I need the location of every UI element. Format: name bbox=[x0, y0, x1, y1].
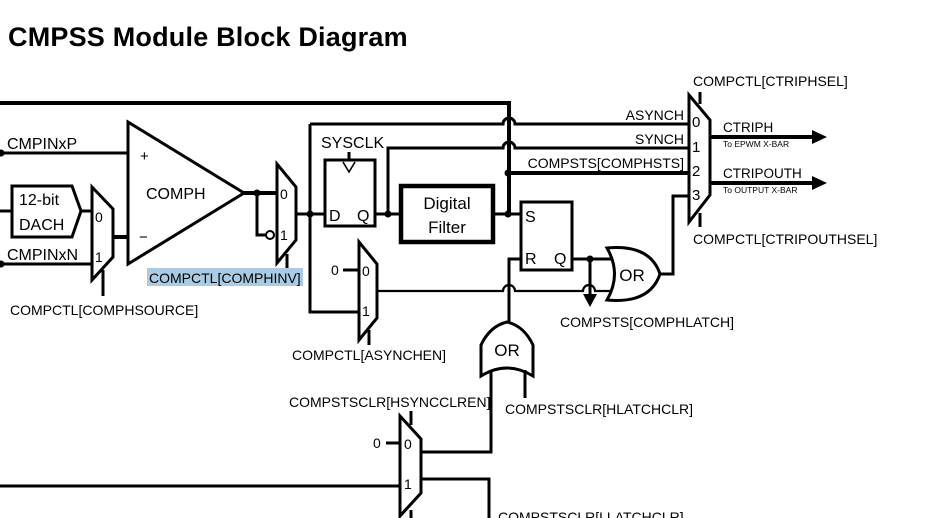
ctripouth-label: CTRIPOUTH bbox=[723, 166, 802, 181]
ctriph-output: CTRIPH To EPWM X-BAR bbox=[710, 120, 827, 149]
dac-label-line2: DACH bbox=[19, 217, 64, 234]
comparator: + − COMPH bbox=[126, 119, 247, 267]
comparator-minus: − bbox=[139, 229, 148, 246]
output-mux-shape bbox=[687, 90, 712, 227]
async-mux-shape bbox=[357, 237, 379, 345]
digital-filter: Digital Filter bbox=[398, 183, 496, 245]
source-mux-shape bbox=[90, 183, 115, 284]
cmpinxn-input: CMPINxN bbox=[0, 247, 92, 268]
source-mux-in0: 0 bbox=[95, 209, 103, 225]
llatchclr-label: COMPSTSCLR[LLATCHCLR] bbox=[498, 509, 684, 518]
asynch-wire bbox=[310, 116, 698, 126]
source-mux: 0 1 COMPCTL[COMPHSOURCE] bbox=[10, 183, 198, 318]
output-mux-in2: 2 bbox=[692, 163, 700, 180]
ctripouth-arrow-icon bbox=[812, 176, 827, 190]
inv-mux-in0: 0 bbox=[280, 186, 288, 202]
dac-shape bbox=[10, 184, 83, 239]
output-mux-select-bottom-label: COMPCTL[CTRIPOUTHSEL] bbox=[693, 231, 877, 247]
or-to-mux-in3-wire bbox=[660, 194, 698, 276]
output-or-gate: OR bbox=[604, 246, 662, 302]
async-mux-in0: 0 bbox=[362, 263, 370, 279]
output-mux-select-top-label: COMPCTL[CTRIPHSEL] bbox=[693, 73, 848, 89]
comparator-label: COMPH bbox=[146, 186, 206, 203]
clock-edge-icon bbox=[342, 161, 356, 174]
inverter-bubble-icon bbox=[265, 230, 275, 240]
reset-or-gate: OR COMPSTSCLR[HLATCHCLR] bbox=[421, 320, 693, 454]
async-mux-select-label: COMPCTL[ASYNCHEN] bbox=[292, 347, 446, 363]
async-mux-in1: 1 bbox=[362, 303, 370, 319]
diagram-title: CMPSS Module Block Diagram bbox=[8, 22, 408, 52]
output-mux-in3: 3 bbox=[692, 187, 700, 204]
comphsts-label: COMPSTS[COMPHSTS] bbox=[528, 155, 684, 171]
inv-mux-select-highlight bbox=[147, 268, 303, 286]
status-latch-label: COMPSTS[COMPHLATCH] bbox=[560, 314, 734, 330]
ctripouth-destination: To OUTPUT X-BAR bbox=[723, 185, 797, 195]
async-mux: 0 0 1 COMPCTL[ASYNCHEN] bbox=[292, 237, 446, 363]
dac-label-line1: 12-bit bbox=[19, 192, 60, 209]
latch-q: Q bbox=[554, 251, 566, 268]
ctriph-destination: To EPWM X-BAR bbox=[723, 139, 789, 149]
sr-latch-shape bbox=[519, 200, 574, 272]
asynch-mux-in1-wire bbox=[308, 214, 359, 314]
inv-mux-shape bbox=[275, 159, 298, 268]
output-or-label: OR bbox=[619, 266, 645, 285]
latch-s: S bbox=[525, 209, 536, 226]
clock-label: SYSCLK bbox=[321, 135, 384, 152]
source-mux-select-label: COMPCTL[COMPHSOURCE] bbox=[10, 302, 198, 318]
top-feedback-wire bbox=[0, 101, 511, 122]
output-mux-in0: 0 bbox=[692, 114, 700, 131]
ctriph-arrow-icon bbox=[812, 130, 827, 144]
sync-clr-mux-in0: 0 bbox=[404, 436, 412, 452]
hlatchclr-label: COMPSTSCLR[HLATCHCLR] bbox=[505, 401, 693, 417]
ctriph-label: CTRIPH bbox=[723, 120, 773, 135]
reset-or-label: OR bbox=[494, 341, 520, 360]
inverted-path-wire bbox=[255, 193, 266, 237]
comparator-shape bbox=[126, 119, 247, 267]
latch-r: R bbox=[525, 251, 537, 268]
flipflop-d: D bbox=[329, 208, 341, 225]
asynch-label: ASYNCH bbox=[626, 107, 684, 123]
cmpinxp-label: CMPINxP bbox=[7, 136, 77, 153]
sync-clr-to-or-wire bbox=[421, 372, 493, 454]
ctripouth-output: CTRIPOUTH To OUTPUT X-BAR bbox=[710, 166, 827, 195]
sync-clr-mux-output-low-wire bbox=[421, 477, 491, 518]
sr-latch: S R Q bbox=[519, 200, 574, 272]
output-mux-in1: 1 bbox=[692, 139, 700, 156]
sync-clr-mux-in1: 1 bbox=[404, 476, 412, 492]
synch-label: SYNCH bbox=[635, 131, 684, 147]
output-or-shape bbox=[604, 246, 662, 302]
inv-mux-in1: 1 bbox=[280, 227, 288, 243]
dac-block: 12-bit DACH bbox=[0, 184, 92, 239]
cmpinxp-input: CMPINxP bbox=[0, 136, 128, 157]
sync-clr-mux: COMPSTSCLR[HSYNCCLREN] 0 0 1 bbox=[0, 394, 491, 518]
digital-filter-line2: Filter bbox=[428, 218, 466, 237]
sync-clr-mux-const: 0 bbox=[373, 435, 381, 451]
cmpinxn-label: CMPINxN bbox=[7, 247, 78, 264]
sync-flipflop: SYSCLK D Q bbox=[321, 135, 384, 228]
sync-clr-mux-select-label: COMPSTSCLR[HSYNCCLREN] bbox=[289, 394, 490, 410]
inv-mux-select-label: COMPCTL[COMPHINV] bbox=[149, 270, 301, 286]
flipflop-q: Q bbox=[357, 208, 369, 225]
inv-mux: 0 1 COMPCTL[COMPHINV] bbox=[147, 159, 303, 286]
digital-filter-line1: Digital bbox=[423, 194, 470, 213]
output-mux: 0 1 2 3 COMPCTL[CTRIPHSEL] COMPCTL[CTRIP… bbox=[687, 73, 877, 247]
reset-or-shape bbox=[479, 320, 535, 379]
sync-clr-mux-shape bbox=[398, 412, 423, 518]
latch-reset-wire bbox=[507, 257, 521, 330]
source-mux-in1: 1 bbox=[95, 249, 103, 265]
async-mux-const: 0 bbox=[331, 262, 339, 278]
async-mux-output-wire bbox=[377, 283, 611, 293]
status-arrow-icon bbox=[583, 294, 597, 307]
comparator-plus: + bbox=[140, 148, 149, 165]
